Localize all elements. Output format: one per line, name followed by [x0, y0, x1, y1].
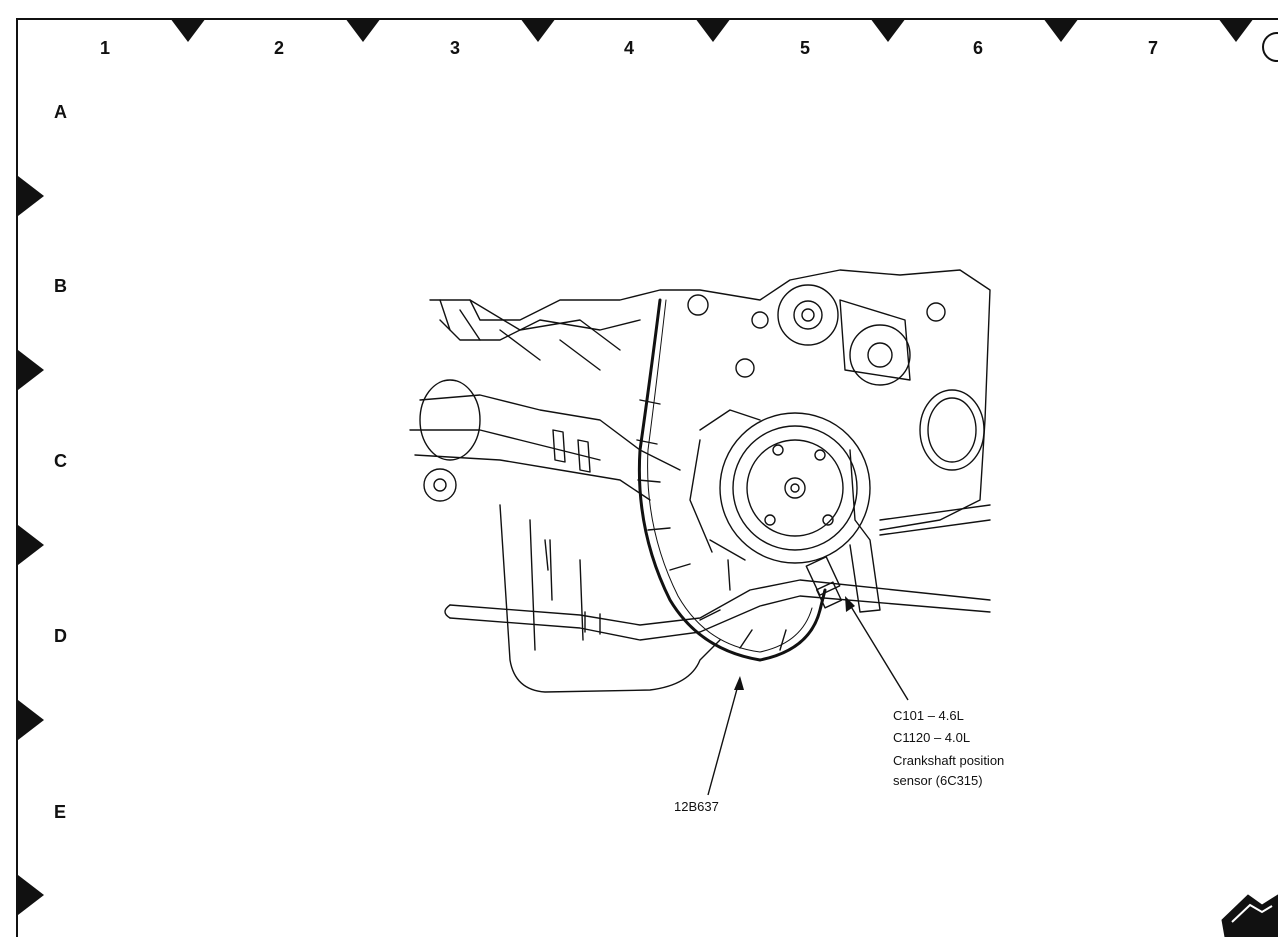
- row-marker: [18, 875, 44, 915]
- engine-block: [429, 269, 991, 531]
- column-label-7: 7: [1147, 38, 1158, 58]
- corner-mountain-icon: [1221, 894, 1278, 937]
- column-marker: [1218, 18, 1254, 42]
- row-label-e: E: [54, 802, 67, 822]
- oil-pan: [499, 504, 721, 693]
- frame-top-border: [16, 18, 1278, 20]
- row-label-a: A: [54, 102, 67, 122]
- column-label-2: 2: [273, 38, 284, 58]
- column-label-4: 4: [623, 38, 634, 58]
- column-marker: [520, 18, 556, 42]
- row-marker: [18, 176, 44, 216]
- callout-sensor-line1: Crankshaft position: [893, 753, 1005, 768]
- callout-c101: C101 – 4.6L: [893, 708, 964, 723]
- column-marker: [345, 18, 381, 42]
- column-label-6: 6: [972, 38, 983, 58]
- wiring-harness-12B637: [637, 298, 827, 662]
- column-marker: [1043, 18, 1079, 42]
- idler-pulley: [777, 284, 839, 346]
- callout-c1120: C1120 – 4.0L: [893, 730, 971, 745]
- row-marker: [18, 700, 44, 740]
- valve-cover-left: [419, 379, 481, 461]
- frame-left-border: [16, 20, 18, 937]
- crankshaft-seal: [919, 389, 985, 471]
- row-label-d: D: [54, 626, 67, 646]
- column-label-3: 3: [449, 38, 460, 58]
- row-label-c: C: [54, 451, 67, 471]
- ac-compressor-pulley: [719, 412, 871, 564]
- column-marker: [170, 18, 206, 42]
- callout-sensor-line2: sensor (6C315): [893, 773, 983, 788]
- column-marker: [870, 18, 906, 42]
- lower-tube: [449, 579, 991, 626]
- column-marker: [695, 18, 731, 42]
- column-label-1: 1: [99, 38, 110, 58]
- callout-12B637: 12B637: [674, 799, 719, 814]
- row-label-b: B: [54, 276, 67, 296]
- tensioner-pulley: [849, 324, 911, 386]
- leader-line-c101: [846, 599, 909, 701]
- row-marker: [18, 350, 44, 390]
- connector-c101: [805, 556, 841, 596]
- leader-line-12B637: [707, 677, 741, 796]
- row-marker: [18, 525, 44, 565]
- column-label-5: 5: [799, 38, 810, 58]
